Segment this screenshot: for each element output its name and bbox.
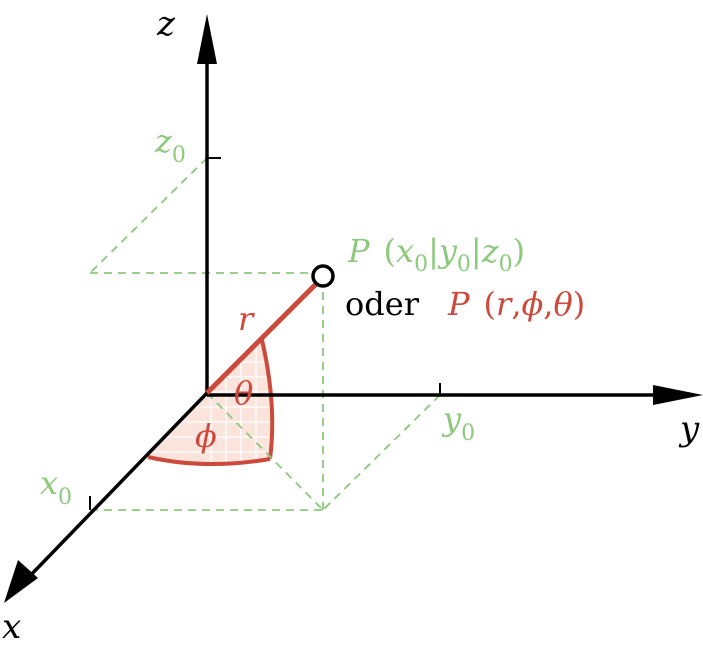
point-spherical-label: P(r,ϕ,θ) xyxy=(447,285,585,323)
z-axis-arrowhead xyxy=(197,14,217,64)
y-axis-label: y xyxy=(678,409,700,449)
axis-arrowheads xyxy=(4,14,703,603)
phi-arc xyxy=(147,455,271,466)
theta-label: θ xyxy=(234,374,253,412)
point-p-marker xyxy=(311,264,335,288)
x-axis xyxy=(24,391,209,582)
phi-label: ϕ xyxy=(195,417,217,455)
y0-label: y0 xyxy=(441,400,475,446)
axes xyxy=(24,62,660,582)
point-cartesian-label: P(x0|y0|z0) xyxy=(347,232,525,277)
dash-y0-to-foot xyxy=(322,394,441,511)
z0-label: z0 xyxy=(154,122,186,168)
angle-wedge xyxy=(147,339,275,466)
x-axis-arrowhead xyxy=(4,560,38,603)
tick-marks xyxy=(89,157,441,510)
theta-arc xyxy=(260,339,275,460)
dash-z0-to-left xyxy=(89,157,208,274)
radius-vector xyxy=(205,282,318,395)
y-axis-arrowhead xyxy=(653,385,703,405)
radius-label: r xyxy=(238,300,255,338)
connector-oder: oder xyxy=(345,285,420,323)
z-axis-label: z xyxy=(156,4,176,44)
x0-label: x0 xyxy=(40,464,72,510)
x-axis-label: x xyxy=(2,607,21,647)
